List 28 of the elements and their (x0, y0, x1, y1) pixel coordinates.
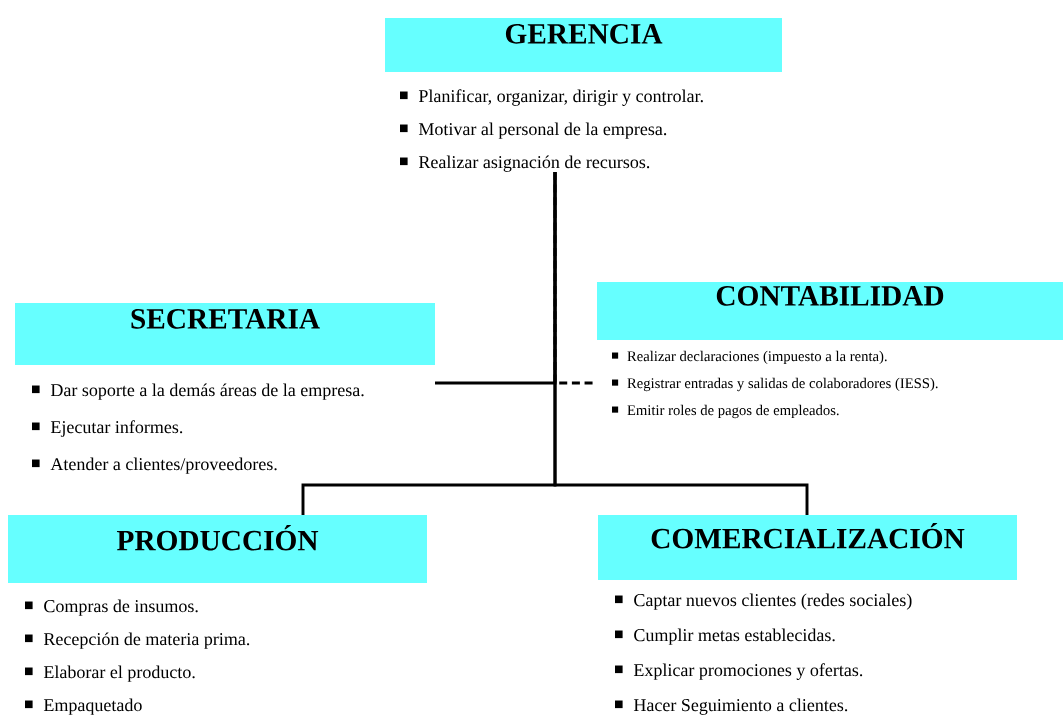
bullet-item: Elaborar el producto. (25, 665, 195, 682)
department-box (598, 515, 1017, 715)
bullet-item: Empaquetado (25, 698, 142, 715)
bullet-item: Ejecutar informes. (32, 420, 183, 437)
heading-box: PRODUCCIÓN (8, 515, 427, 583)
department-box (597, 282, 1063, 419)
bullet-item: Emitir roles de pagos de empleados. (612, 404, 839, 419)
heading-box: CONTABILIDAD (597, 282, 1063, 340)
bullet-item: Planificar, organizar, dirigir y controlar. (400, 89, 703, 106)
department-box (8, 515, 427, 715)
department-box (15, 303, 435, 474)
bullet-item: Compras de insumos. (25, 599, 198, 616)
bullet-item: Realizar asignación de recursos. (400, 155, 650, 172)
bullet-item: Cumplir metas establecidas. (615, 628, 835, 645)
department-box (385, 18, 782, 172)
bullet-item: Hacer Seguimiento a clientes. (615, 698, 848, 715)
bullet-item: Realizar declaraciones (impuesto a la renta). (612, 350, 887, 365)
bullet-item: Recepción de materia prima. (25, 632, 250, 649)
heading-box: SECRETARIA (15, 303, 435, 365)
heading-box: COMERCIALIZACIÓN (598, 515, 1017, 580)
bullet-item: Atender a clientes/proveedores. (32, 457, 277, 474)
bullet-item: Explicar promociones y ofertas. (615, 663, 863, 680)
bullet-item: Captar nuevos clientes (redes sociales) (615, 593, 912, 610)
heading-box: GERENCIA (385, 18, 782, 72)
connector-line (553, 171, 809, 515)
bullet-item: Motivar al personal de la empresa. (400, 122, 667, 139)
bullet-item: Dar soporte a la demás áreas de la empresa. (32, 383, 364, 400)
bullet-item: Registrar entradas y salidas de colaboradores (IESS). (612, 377, 938, 392)
